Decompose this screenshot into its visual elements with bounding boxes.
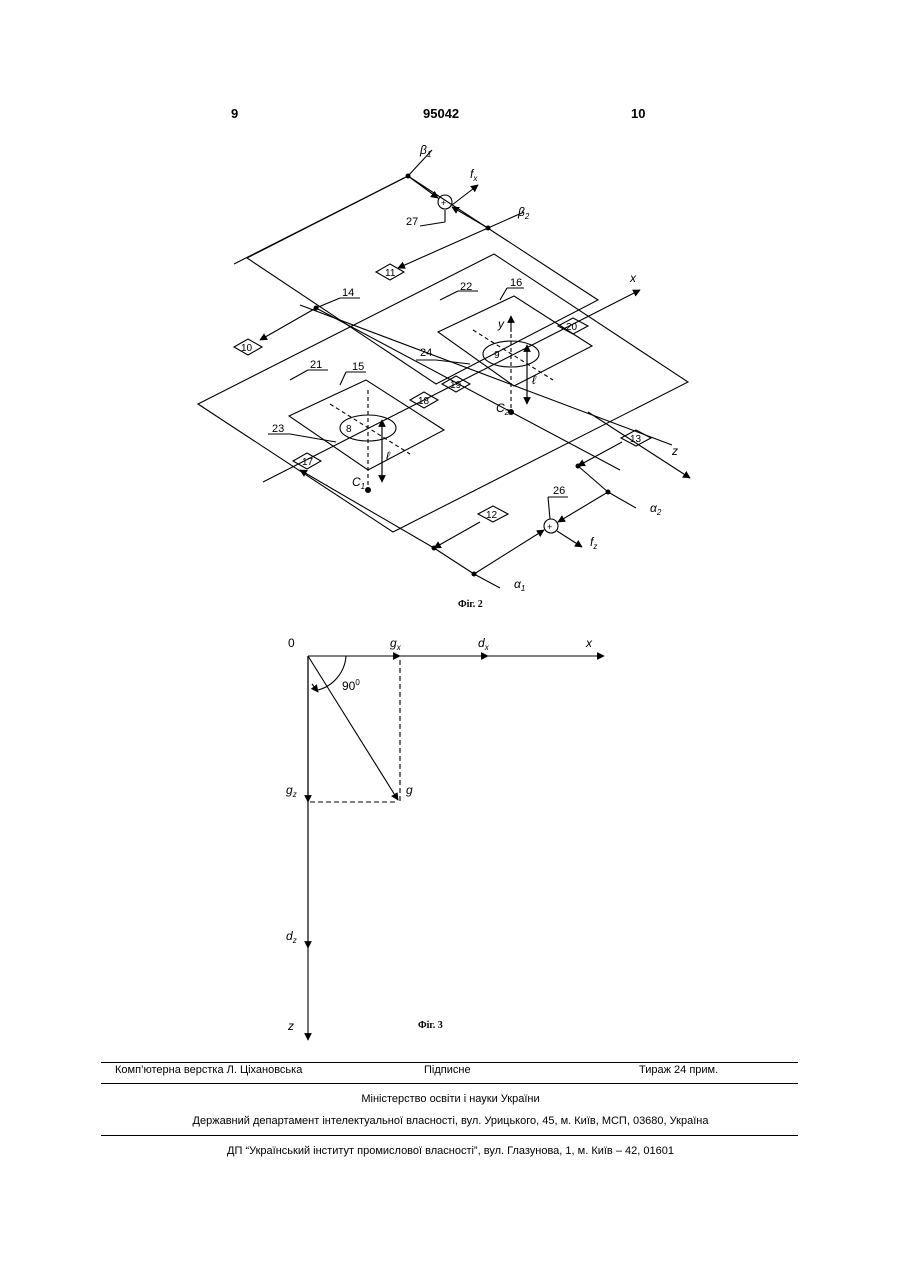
gz-label: gz [286, 783, 297, 799]
num-15: 15 [352, 361, 364, 373]
fz-label: fz [590, 535, 597, 551]
angle-arc [318, 656, 346, 690]
lower-plate [198, 254, 688, 532]
num-10: 10 [241, 343, 253, 354]
num-17: 17 [302, 457, 314, 468]
y-axis-label: y [497, 317, 505, 331]
dz-label: dz [286, 929, 297, 945]
footer-ministry: Міністерство освіти і науки України [0, 1093, 901, 1105]
footer-typesetter: Комп’ютерна верстка Л. Ціхановська [115, 1064, 302, 1076]
c2-label: C2 [496, 401, 510, 417]
dx-label: dx [478, 636, 490, 652]
num-14: 14 [342, 287, 354, 299]
num-16: 16 [510, 277, 522, 289]
x-axis-label: x [629, 271, 637, 285]
figure-2-caption: Фіг. 2 [458, 599, 483, 610]
beta2-label: β2 [517, 205, 530, 221]
plus-26: + [547, 522, 552, 532]
z-axis-line [300, 305, 672, 445]
beta1-label: β1 [419, 143, 431, 159]
footer-rule-3 [101, 1135, 798, 1136]
c1-label: C1 [352, 475, 365, 491]
num-19: 19 [450, 380, 462, 391]
num-20: 20 [566, 322, 578, 333]
g-label: g [406, 783, 413, 797]
gx-label: gx [390, 636, 402, 652]
plus-27: + [441, 198, 446, 208]
num-12: 12 [486, 510, 498, 521]
footer-circulation: Тираж 24 прим. [639, 1064, 718, 1076]
footer-department: Державний департамент інтелектуальної вл… [0, 1115, 901, 1127]
footer-institute: ДП “Український інститут промислової вла… [0, 1145, 901, 1157]
z-axis-label: z [671, 444, 678, 458]
x-label: x [585, 636, 593, 650]
figure-2-diagram: β1 fx β2 + + 27 11 10 14 22 16 x y 20 9 … [0, 0, 901, 620]
footer-rule-2 [101, 1083, 798, 1084]
num-9: 9 [494, 350, 500, 361]
num-23: 23 [272, 423, 284, 435]
alpha1-label: α1 [514, 577, 525, 593]
alpha2-label: α2 [650, 501, 662, 517]
figure-3-caption: Фіг. 3 [418, 1020, 443, 1031]
num-13: 13 [630, 434, 642, 445]
origin-label: 0 [288, 636, 295, 650]
num-11: 11 [385, 268, 396, 279]
ell-1: ℓ [386, 449, 391, 463]
num-21: 21 [310, 359, 322, 371]
num-26: 26 [553, 485, 565, 497]
g-vector [308, 656, 398, 800]
num-8: 8 [346, 424, 352, 435]
num-22: 22 [460, 281, 472, 293]
angle-label: 900 [342, 678, 360, 693]
footer-rule-1 [101, 1062, 798, 1063]
num-24: 24 [420, 347, 432, 359]
footer-subscription: Підписне [424, 1064, 471, 1076]
fx-label: fx [470, 167, 478, 183]
num-27: 27 [406, 216, 418, 228]
num-18: 18 [418, 396, 430, 407]
z-label: z [287, 1019, 294, 1033]
